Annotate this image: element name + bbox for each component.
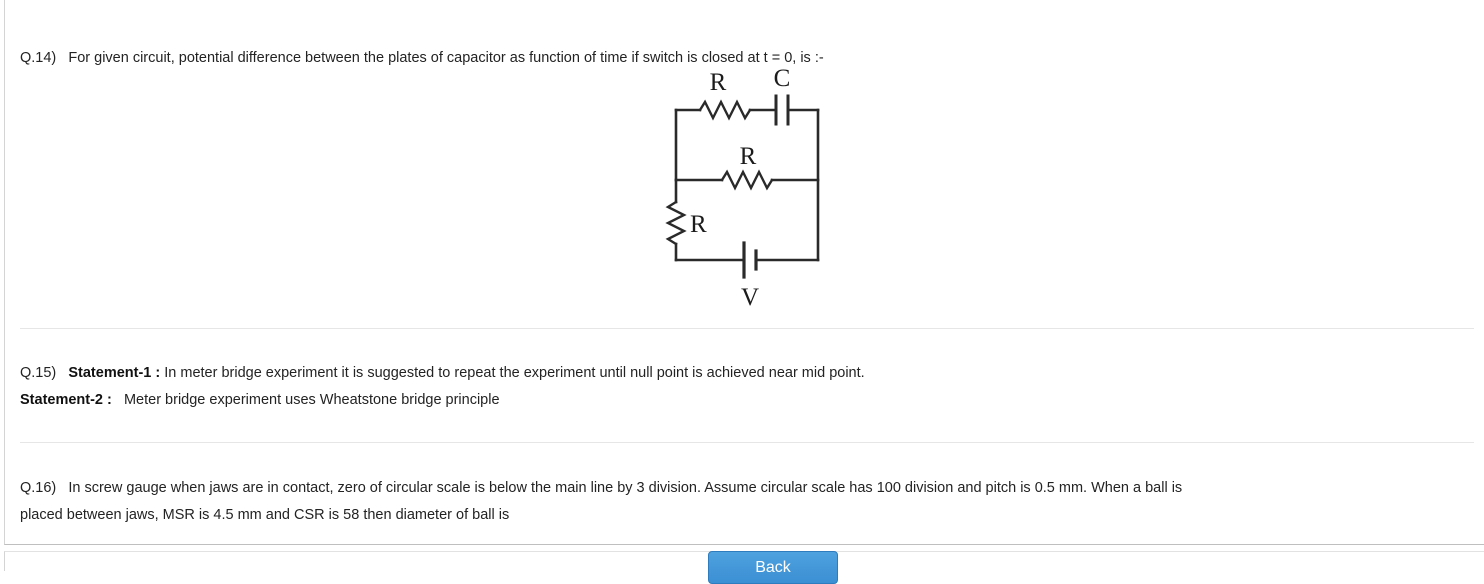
question-q14: Q.14) For given circuit, potential diffe… [20,45,1474,72]
back-button[interactable]: Back [708,551,838,584]
question-q15-label: Q.15) [20,365,57,381]
question-q16-label: Q.16) [20,480,57,496]
question-q16: Q.16) In screw gauge when jaws are in co… [20,475,1470,530]
question-q16-line-1: In screw gauge when jaws are in contact,… [68,480,1183,496]
statement-1-label: Statement-1 : [68,365,161,381]
question-q14-label: Q.14) [20,50,57,66]
question-q16-line-2: placed between jaws, MSR is 4.5 mm and C… [20,507,510,524]
circuit-diagram-q14: R C R R V [650,62,860,312]
circuit-label-capacitor: C [774,65,791,92]
statement-2-label: Statement-2 : [20,392,112,409]
circuit-label-resistor-left: R [690,211,707,238]
question-q14-text: For given circuit, potential difference … [68,50,824,66]
statement-1-text: In meter bridge experiment it is suggest… [164,365,865,381]
circuit-label-resistor-top: R [710,69,727,96]
section-divider [20,442,1474,443]
section-divider [20,328,1474,329]
circuit-label-battery: V [741,284,759,311]
question-q15: Q.15) Statement-1 : In meter bridge expe… [20,360,1474,415]
statement-2-text: Meter bridge experiment uses Wheatstone … [123,392,500,409]
circuit-label-resistor-middle: R [740,143,757,170]
